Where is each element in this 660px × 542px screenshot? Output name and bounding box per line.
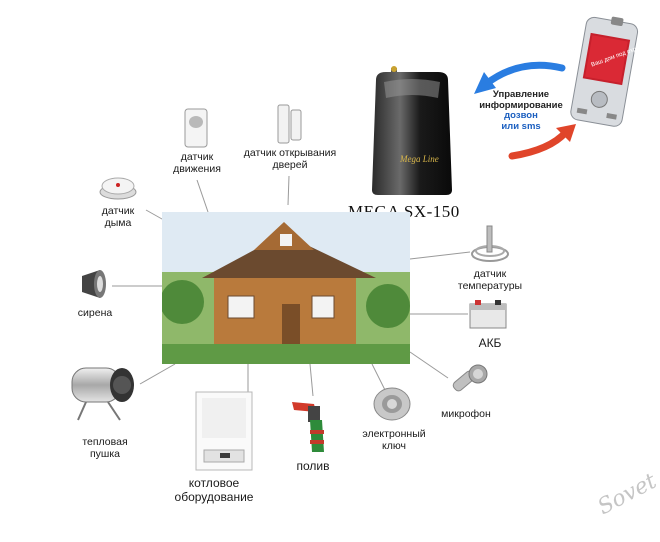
gsm-unit: Mega Line	[366, 62, 458, 197]
line-key	[371, 363, 386, 391]
battery-label: АКБ	[478, 336, 502, 350]
motion-sensor-icon	[183, 108, 209, 148]
siren-label: сирена	[77, 307, 113, 319]
door-sensor-icon	[276, 104, 304, 144]
line-temp	[409, 251, 471, 260]
smoke-sensor-icon	[98, 174, 138, 200]
line-heatgun	[139, 363, 176, 385]
line-motion	[196, 179, 209, 213]
watering-nozzle-icon	[288, 394, 330, 456]
microphone-label: микрофон	[441, 408, 491, 420]
line-mic	[409, 351, 449, 379]
line-watering	[309, 363, 314, 397]
watering-label: полив	[296, 459, 330, 473]
boiler-icon	[194, 390, 256, 472]
management-caption: Управление информирование дозвон или sms	[479, 89, 563, 132]
battery-icon	[468, 298, 508, 330]
pda-phone: Ваш дом под охраной!	[568, 14, 652, 132]
svg-text:Mega Line: Mega Line	[399, 154, 439, 164]
red-arrow	[508, 128, 570, 160]
blue-arrow	[482, 61, 566, 88]
microphone-icon	[444, 362, 492, 406]
house-image	[162, 212, 410, 364]
heat-gun-icon	[68, 356, 140, 424]
electronic-key-reader-icon	[372, 386, 412, 422]
temperature-sensor-icon	[468, 224, 512, 264]
siren-icon	[78, 268, 108, 302]
line-door	[287, 175, 290, 206]
